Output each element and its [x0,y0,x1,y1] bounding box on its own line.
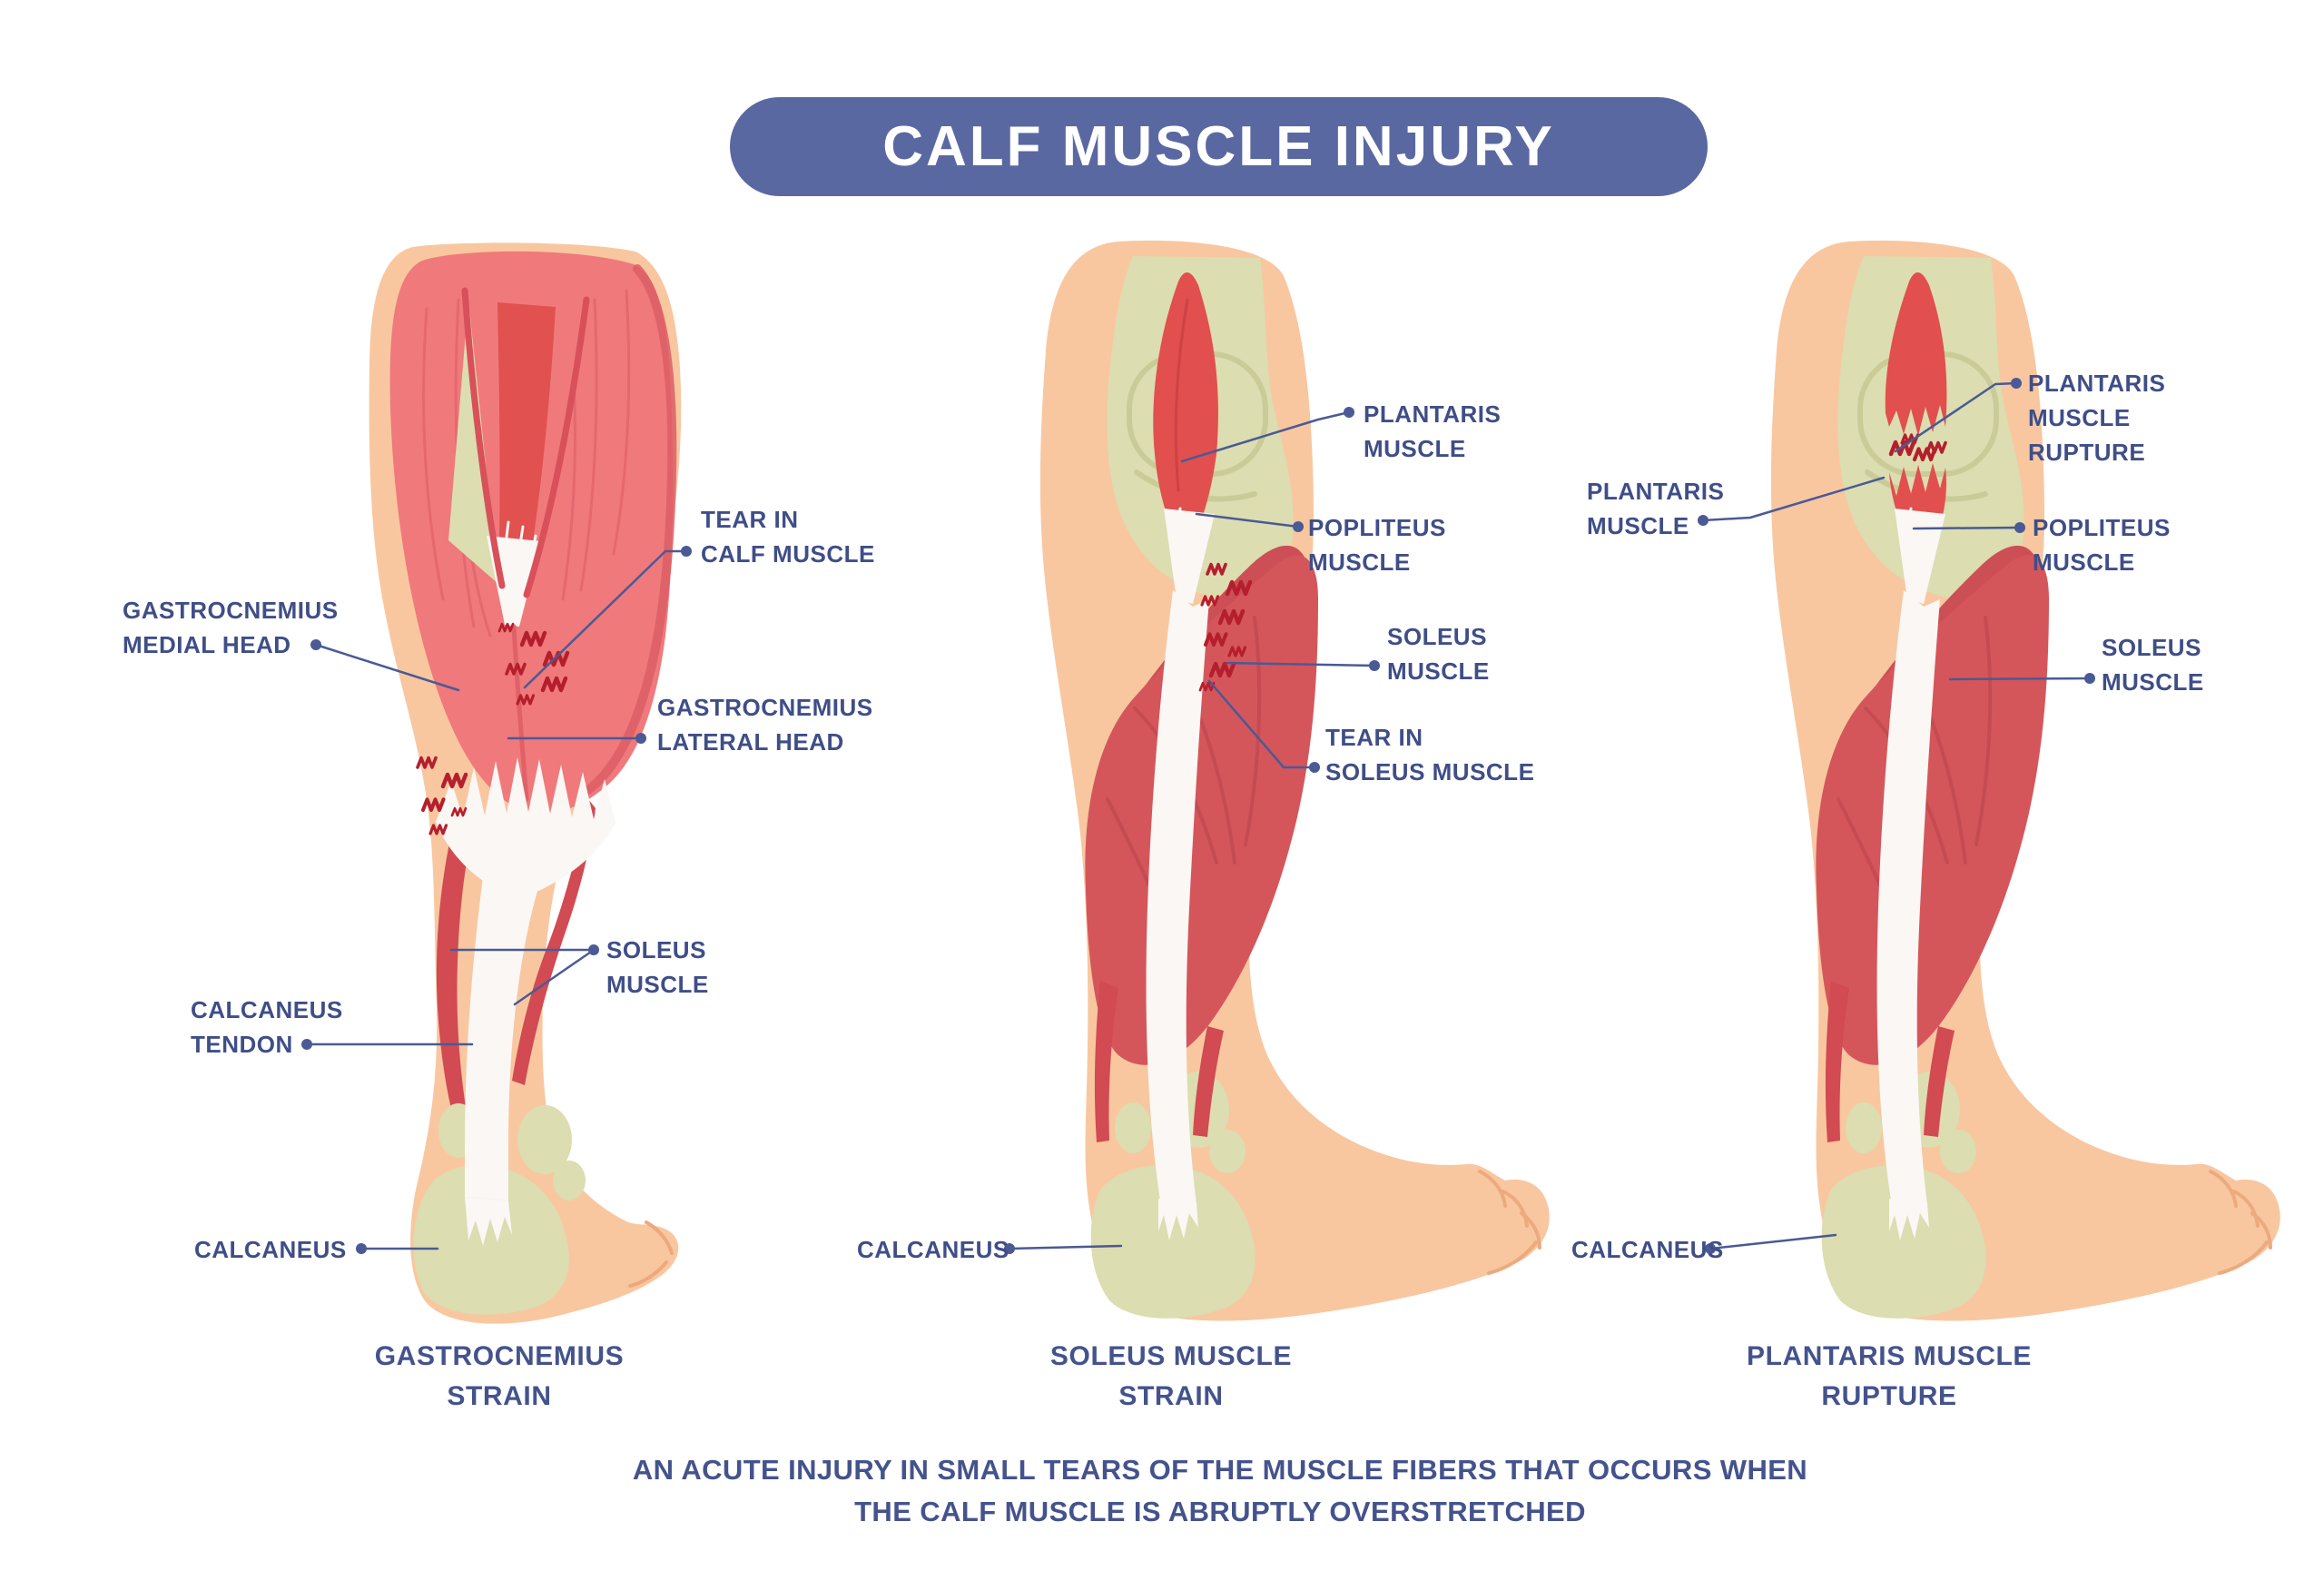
soleus-strip-right [512,799,596,1085]
bone-wedge [448,300,498,584]
label-soleus-muscle-left: SOLEUS MUSCLE [606,936,709,998]
caption-soleus-muscle-strain: SOLEUS MUSCLE STRAIN [1049,1341,1293,1411]
label-calcaneus-mid: CALCANEUS [857,1236,1009,1263]
label-gastrocnemius-medial-head: GASTROCNEMIUS MEDIAL HEAD [123,597,339,658]
label-calcaneus-tendon: CALCANEUS TENDON [191,996,343,1058]
label-popliteus-muscle-right: POPLITEUS MUSCLE [2033,514,2171,576]
label-plantaris-muscle-right: PLANTARIS MUSCLE [1587,478,1725,539]
leader-dots [301,378,2095,1254]
soleus-strip-left [436,822,474,1126]
leg-plantaris-rupture [1771,241,2280,1321]
label-plantaris-muscle-rupture: PLANTARIS MUSCLE RUPTURE [2028,370,2166,466]
leader-lines [305,381,2092,1250]
label-soleus-muscle-right: SOLEUS MUSCLE [2102,634,2204,696]
title-banner: CALF MUSCLE INJURY [730,97,1708,196]
label-popliteus-muscle-mid: POPLITEUS MUSCLE [1308,514,1446,576]
tendon-fan [436,757,615,896]
label-tear-in-soleus-muscle: TEAR IN SOLEUS MUSCLE [1325,724,1535,786]
plantaris-muscle [1153,272,1218,558]
leg-soleus-strain [1040,241,1550,1321]
label-soleus-muscle-mid: SOLEUS MUSCLE [1387,623,1490,685]
caption-gastrocnemius-strain: GASTROCNEMIUS STRAIN [374,1341,625,1411]
label-gastrocnemius-lateral-head: GASTROCNEMIUS LATERAL HEAD [657,694,873,756]
label-plantaris-muscle-mid: PLANTARIS MUSCLE [1364,400,1502,462]
footer-line-2: THE CALF MUSCLE IS ABRUPTLY OVERSTRETCHE… [854,1496,1586,1527]
heel-bone [413,1164,569,1315]
plantaris-stub [497,302,556,590]
caption-plantaris-muscle-rupture: PLANTARIS MUSCLE RUPTURE [1746,1341,2033,1411]
label-tear-in-calf-muscle: TEAR IN CALF MUSCLE [701,506,875,568]
calcaneus-tendon [465,876,541,1201]
page-title: CALF MUSCLE INJURY [882,115,1555,178]
leg-gastrocnemius-strain [369,242,682,1324]
label-calcaneus-right: CALCANEUS [1571,1236,1724,1263]
footer-line-1: AN ACUTE INJURY IN SMALL TEARS OF THE MU… [632,1454,1808,1486]
footer-description: AN ACUTE INJURY IN SMALL TEARS OF THE MU… [585,1449,1856,1533]
label-calcaneus-left: CALCANEUS [194,1236,347,1263]
plantaris-upper-segment [1885,272,1947,436]
